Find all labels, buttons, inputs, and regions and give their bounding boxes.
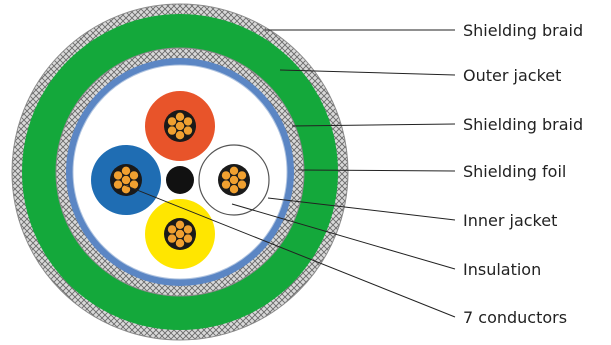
callout-leader-lines	[121, 29, 456, 318]
core-yellow	[145, 199, 215, 269]
strand-orange-4	[167, 125, 178, 136]
strand-white-4	[221, 179, 232, 190]
strand-white-3	[228, 184, 239, 195]
strand-blue-4	[113, 179, 124, 190]
strand-blue-7	[128, 170, 139, 181]
strand-orange-6	[174, 111, 185, 122]
core-white	[198, 144, 270, 216]
strand-yellow-3	[174, 238, 185, 249]
strand-orange-3	[174, 130, 185, 141]
label-shielding-foil: Shielding foil	[463, 162, 566, 181]
strand-orange-7	[182, 116, 193, 127]
label-conductors: 7 conductors	[463, 308, 567, 327]
leader-shielding-braid-inner	[291, 123, 456, 127]
label-shielding-braid-inner: Shielding braid	[463, 115, 583, 134]
leader-inner-jacket	[267, 197, 456, 221]
strand-white-7	[236, 170, 247, 181]
strand-blue-5	[113, 170, 124, 181]
label-outer-jacket: Outer jacket	[463, 66, 561, 85]
insulated-cores	[91, 91, 270, 269]
strand-yellow-7	[182, 224, 193, 235]
label-inner-jacket: Inner jacket	[463, 211, 557, 230]
label-shielding-braid-outer: Shielding braid	[463, 21, 583, 40]
core-orange	[145, 91, 215, 161]
leader-outer-jacket	[279, 69, 456, 76]
leader-conductors	[121, 183, 456, 318]
strand-white-5	[221, 170, 232, 181]
strand-blue-6	[121, 165, 132, 176]
leader-shielding-foil	[297, 169, 456, 172]
strand-orange-5	[167, 116, 178, 127]
strand-yellow-5	[167, 224, 178, 235]
strand-yellow-4	[167, 233, 178, 244]
core-blue	[91, 145, 161, 215]
strand-white-6	[228, 165, 239, 176]
strand-yellow-6	[174, 219, 185, 230]
label-insulation: Insulation	[463, 260, 541, 279]
center-filler	[166, 166, 194, 194]
leader-insulation	[231, 203, 456, 270]
